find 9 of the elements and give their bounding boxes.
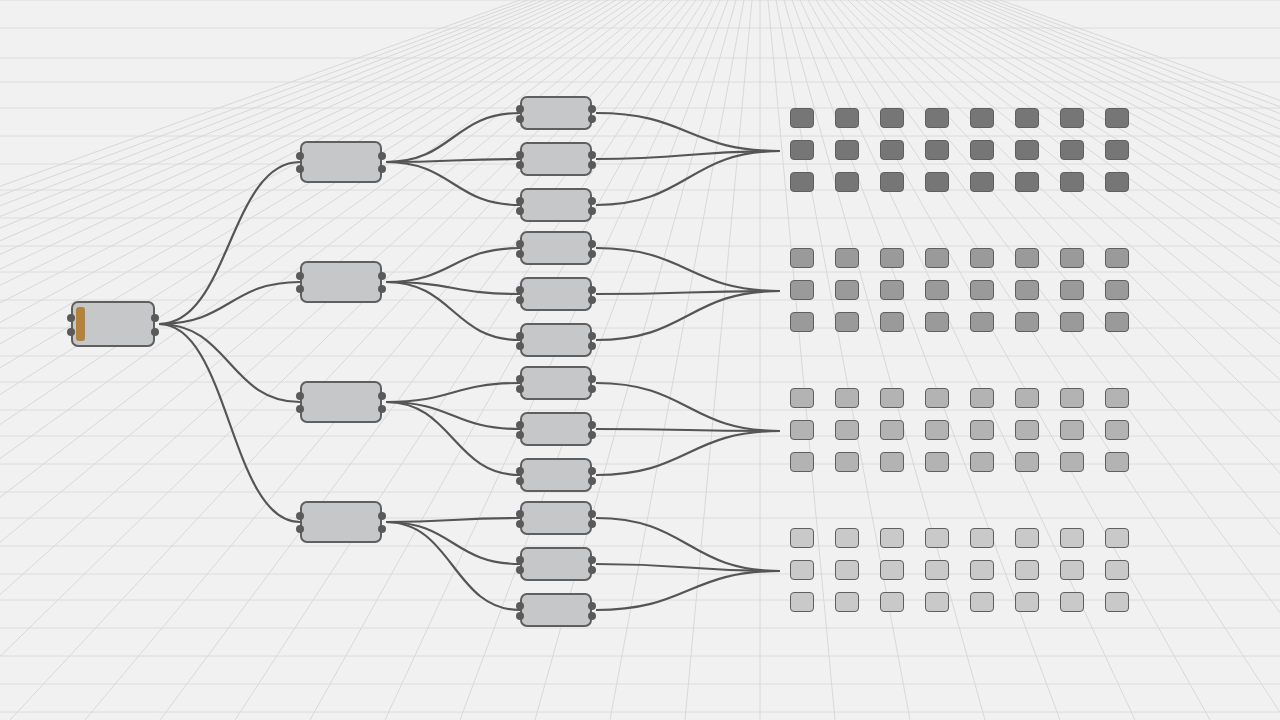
connector (595, 569, 781, 612)
connector (595, 149, 781, 207)
connector (595, 289, 781, 342)
connector (595, 429, 781, 477)
connector (158, 322, 301, 524)
connector (385, 280, 521, 342)
connector (385, 520, 521, 612)
connector (385, 400, 521, 477)
connector (385, 160, 521, 207)
